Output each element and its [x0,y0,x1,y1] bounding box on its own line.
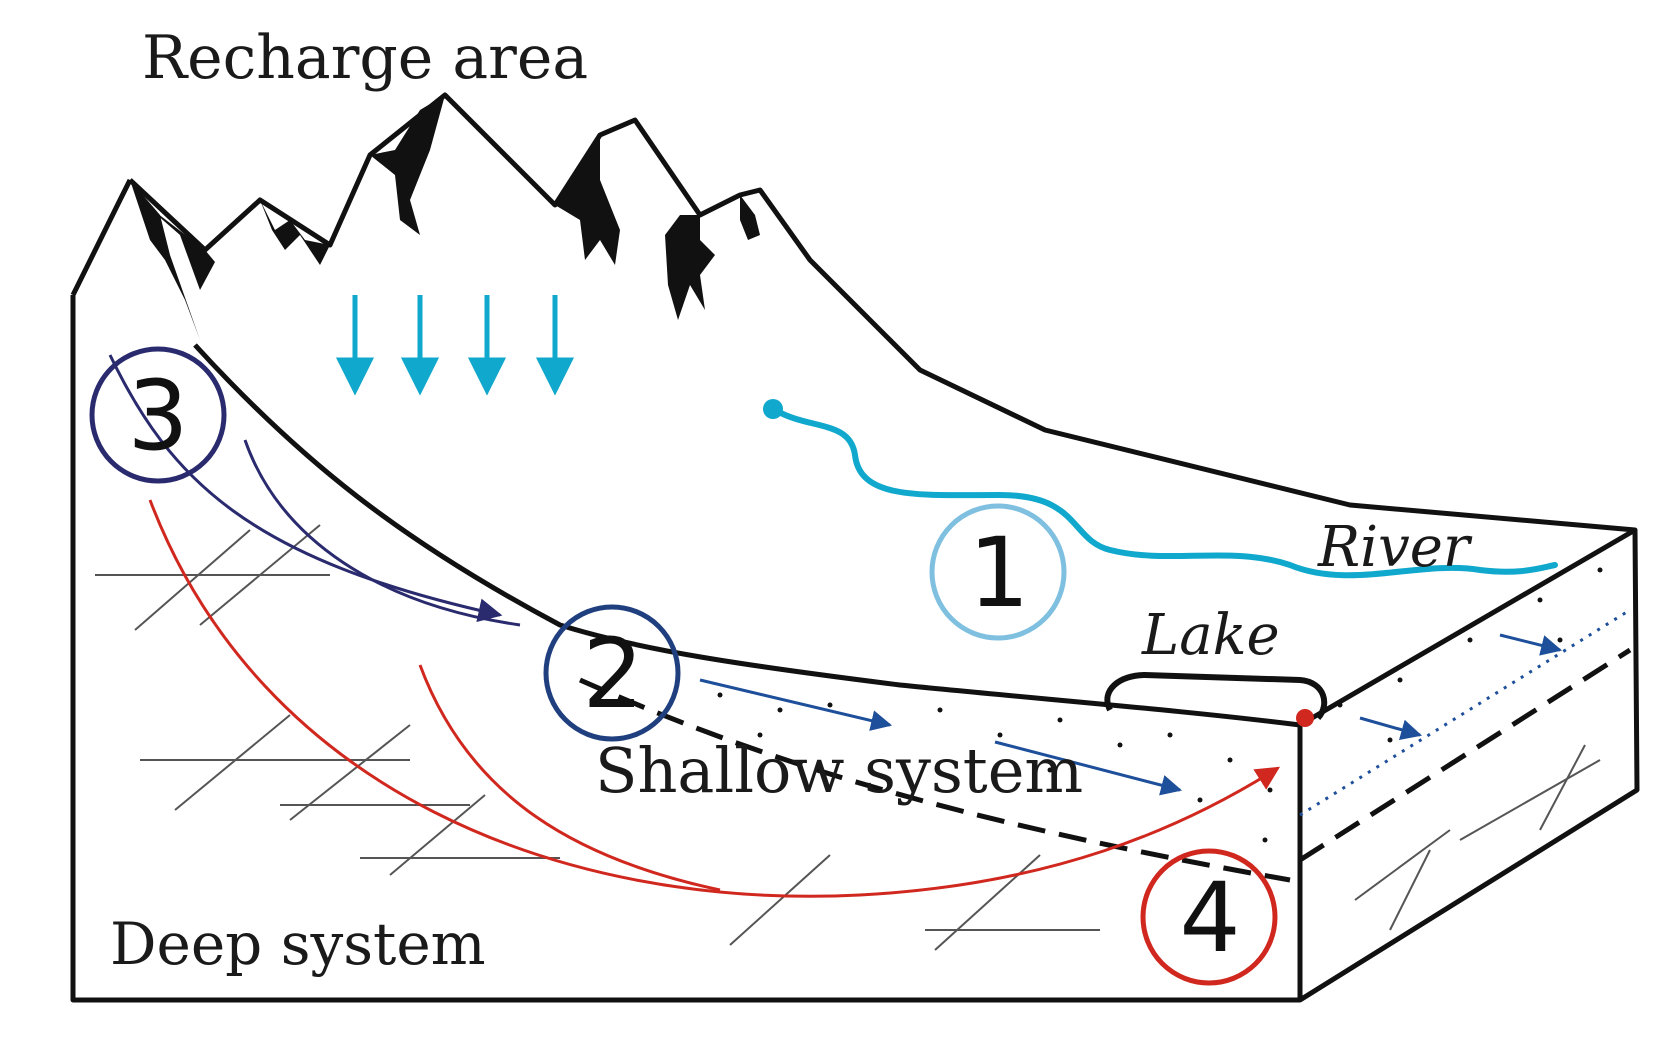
marker-number-4: 4 [1179,862,1241,974]
deep-system-label: Deep system [110,910,486,978]
river-source [763,399,783,419]
land-surface [193,343,1301,728]
marker-circle-1 [929,503,1067,641]
deep-flow-arrows [148,499,1281,898]
aquifer-boundary-dashed [578,677,1291,883]
recharge-area-label: Recharge area [142,23,589,93]
marker-circle-2 [543,604,681,742]
marker-circle-4 [1140,848,1278,986]
marker-number-1: 1 [968,517,1030,629]
mountain-ridge [128,92,1636,533]
lake-label: Lake [1142,603,1280,668]
river-label: River [1318,515,1470,580]
aquifer-boundary-dashed-side [1298,647,1632,863]
shallow-flow-dotted [1299,608,1631,817]
recharge-arrows [335,295,575,396]
marker-number-3: 3 [127,360,189,472]
mountain-shading [130,95,760,340]
lake [1104,671,1328,721]
local-flow-arrows [108,354,521,627]
marker-number-2: 2 [582,618,644,730]
spring-point [1296,709,1314,727]
shallow-system-label: Shallow system [595,734,1084,807]
strata-lines [95,524,1601,951]
river [772,407,1558,579]
shallow-flow-arrows [699,633,1563,796]
marker-circles [89,346,1278,986]
marker-circle-3 [89,346,227,484]
